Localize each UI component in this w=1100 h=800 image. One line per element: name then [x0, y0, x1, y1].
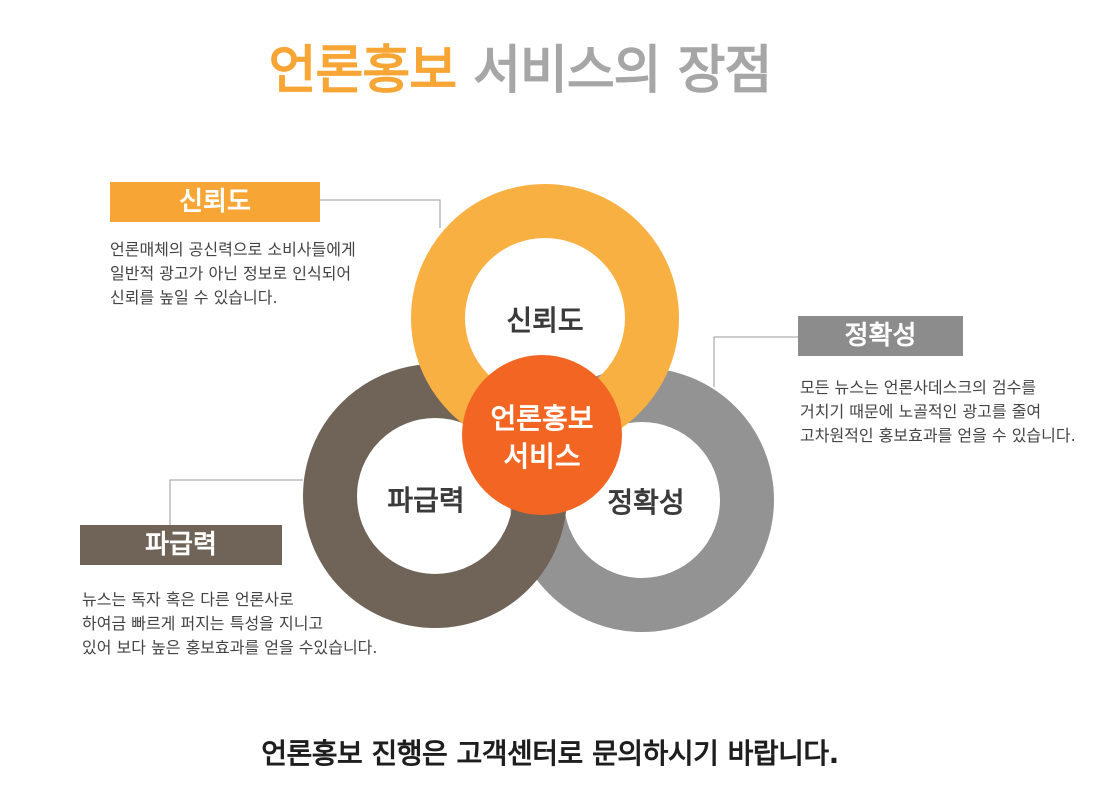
description-line: 모든 뉴스는 언론사데스크의 검수를 — [800, 378, 1037, 397]
description-line: 거치기 때문에 노골적인 광고를 줄여 — [800, 402, 1042, 421]
description-line: 뉴스는 독자 혹은 다른 언론사로 — [82, 590, 294, 609]
title-rest: 서비스의 장점 — [473, 41, 772, 101]
tag-accuracy: 정확성 — [798, 316, 963, 356]
title-highlight: 언론홍보 — [268, 41, 457, 101]
connector-trust — [320, 199, 441, 228]
description-line: 고차원적인 홍보효과를 얻을 수 있습니다. — [800, 426, 1076, 445]
ring-label-accuracy: 정확성 — [607, 486, 684, 519]
tag-spread: 파급력 — [80, 525, 282, 565]
center-label-line2: 서비스 — [503, 440, 580, 473]
description-accuracy: 모든 뉴스는 언론사데스크의 검수를 거치기 때문에 노골적인 광고를 줄여 고… — [800, 376, 1076, 448]
description-line: 있어 보다 높은 홍보효과를 얻을 수있습니다. — [82, 638, 378, 657]
description-line: 일반적 광고가 아닌 정보로 인식되어 — [110, 264, 352, 283]
center-circle — [462, 355, 622, 515]
description-trust: 언론매체의 공신력으로 소비사들에게 일반적 광고가 아닌 정보로 인식되어 신… — [110, 238, 356, 310]
description-line: 언론매체의 공신력으로 소비사들에게 — [110, 240, 356, 259]
description-line: 신뢰를 높일 수 있습니다. — [110, 288, 278, 307]
ring-label-trust: 신뢰도 — [506, 304, 583, 337]
connector-accuracy — [713, 336, 798, 387]
description-line: 하여금 빠르게 퍼지는 특성을 지니고 — [82, 614, 324, 633]
footer-notice: 언론홍보 진행은 고객센터로 문의하시기 바랍니다. — [261, 737, 839, 770]
page-title: 언론홍보 서비스의 장점 — [0, 28, 1040, 103]
center-label-line1: 언론홍보 — [490, 402, 593, 435]
connector-spread — [169, 479, 303, 525]
tag-trust: 신뢰도 — [110, 182, 320, 222]
ring-label-spread: 파급력 — [387, 484, 464, 517]
description-spread: 뉴스는 독자 혹은 다른 언론사로 하여금 빠르게 퍼지는 특성을 지니고 있어… — [82, 588, 377, 660]
